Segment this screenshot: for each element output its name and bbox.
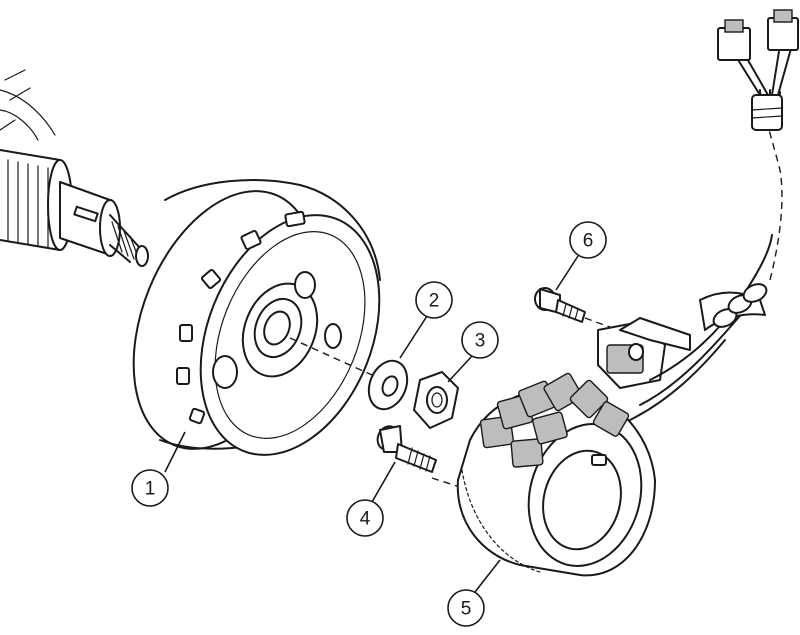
assembly-axis-line bbox=[289, 337, 373, 376]
callout-6: 6 bbox=[555, 221, 607, 291]
stator bbox=[456, 317, 691, 577]
washer bbox=[367, 359, 409, 411]
wire-harness bbox=[629, 9, 799, 421]
svg-text:1: 1 bbox=[145, 479, 156, 500]
callout-5: 5 bbox=[447, 559, 501, 627]
svg-text:6: 6 bbox=[583, 231, 594, 252]
pickup-screw bbox=[534, 287, 586, 323]
svg-text:4: 4 bbox=[360, 509, 371, 530]
callout-2: 2 bbox=[399, 281, 453, 359]
callout-1: 1 bbox=[131, 431, 186, 507]
svg-text:2: 2 bbox=[429, 291, 440, 312]
svg-text:3: 3 bbox=[475, 331, 486, 352]
nut bbox=[413, 371, 459, 429]
callout-4: 4 bbox=[346, 461, 396, 537]
crankshaft bbox=[0, 69, 149, 267]
flywheel-rotor bbox=[132, 179, 381, 456]
svg-text:5: 5 bbox=[461, 599, 472, 620]
stator-screw bbox=[376, 425, 437, 473]
callout-3: 3 bbox=[447, 321, 499, 383]
